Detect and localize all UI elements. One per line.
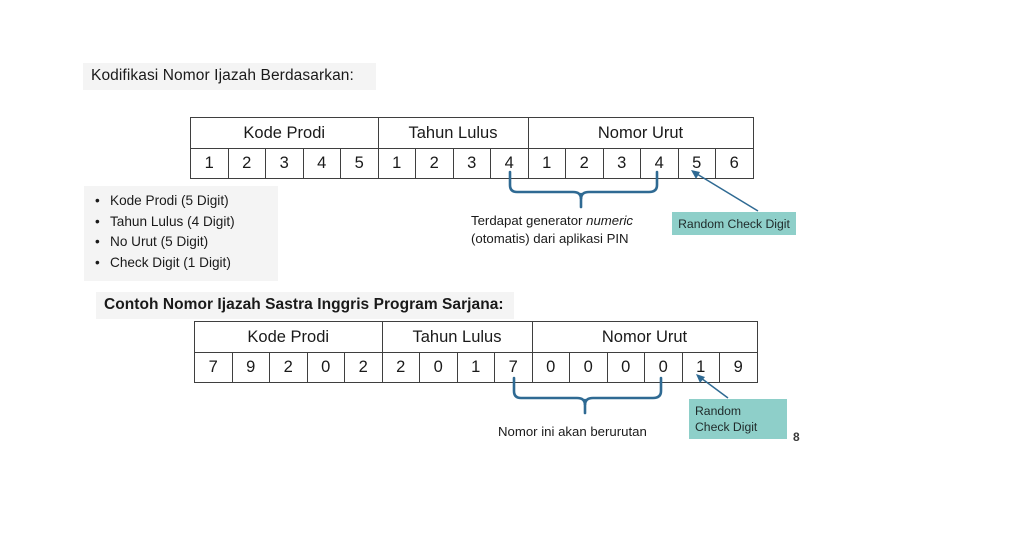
list-item: • Check Digit (1 Digit) [88, 253, 274, 274]
digit-cell: 9 [719, 352, 758, 383]
digit-cell: 4 [302, 148, 341, 179]
digit-cell: 0 [419, 352, 458, 383]
digit-cell: 4 [490, 148, 529, 179]
digit-cell: 6 [715, 148, 754, 179]
component-list: • Kode Prodi (5 Digit) • Tahun Lulus (4 … [84, 186, 278, 281]
bullet-icon: • [95, 193, 100, 208]
bullet-icon: • [95, 234, 100, 249]
table-header-cell: Kode Prodi [194, 321, 383, 353]
digit-cell: 4 [640, 148, 679, 179]
example-section-title: Contoh Nomor Ijazah Sastra Inggris Progr… [96, 292, 514, 319]
generator-annotation-line-2: (otomatis) dari aplikasi PIN [471, 230, 629, 246]
digit-cell: 1 [527, 148, 566, 179]
bullet-icon: • [95, 254, 100, 270]
digit-cell: 1 [681, 352, 720, 383]
random-check-digit-callout-bottom: Random Check Digit [689, 399, 787, 439]
table-header-cell: Kode Prodi [190, 117, 379, 149]
digit-cell: 5 [340, 148, 379, 179]
table-header-cell: Nomor Urut [527, 117, 754, 149]
digit-cell: 2 [415, 148, 454, 179]
table-header-cell: Tahun Lulus [381, 321, 533, 353]
digit-cell: 0 [569, 352, 608, 383]
page-title: Kodifikasi Nomor Ijazah Berdasarkan: [83, 63, 376, 90]
digit-cell: 1 [377, 148, 416, 179]
table-header-cell: Tahun Lulus [377, 117, 529, 149]
slide-canvas: Kodifikasi Nomor Ijazah Berdasarkan: Kod… [83, 63, 800, 444]
list-item-label: No Urut (5 Digit) [110, 234, 209, 249]
digit-cell: 0 [644, 352, 683, 383]
digit-cell: 2 [344, 352, 383, 383]
digit-cell: 0 [606, 352, 645, 383]
list-item: • Kode Prodi (5 Digit) [88, 191, 274, 212]
digit-cell: 7 [194, 352, 233, 383]
digit-cell: 2 [565, 148, 604, 179]
page-number: 8 [793, 430, 800, 444]
list-item-label: Check Digit (1 Digit) [110, 254, 231, 270]
sequential-number-annotation: Nomor ini akan berurutan [498, 424, 647, 439]
generator-annotation: Terdapat generator numeric (otomatis) da… [471, 212, 633, 247]
list-item: • No Urut (5 Digit) [88, 232, 274, 253]
digit-cell: 9 [231, 352, 270, 383]
list-item-label: Kode Prodi (5 Digit) [110, 193, 229, 208]
table-header-cell: Nomor Urut [531, 321, 758, 353]
digit-cell: 0 [306, 352, 345, 383]
random-check-digit-callout-bottom-line-1: Random [695, 404, 742, 418]
digit-cell: 2 [269, 352, 308, 383]
digit-cell: 1 [190, 148, 229, 179]
digit-cell: 7 [494, 352, 533, 383]
list-item-label: Tahun Lulus (4 Digit) [110, 213, 235, 229]
generator-annotation-emphasis: numeric [586, 213, 634, 228]
digit-cell: 5 [677, 148, 716, 179]
generator-annotation-line-1: Terdapat generator numeric [471, 212, 633, 230]
bullet-icon: • [95, 213, 100, 229]
random-check-digit-callout-top: Random Check Digit [672, 212, 796, 235]
random-check-digit-callout-top-label: Random Check Digit [678, 216, 790, 231]
digit-cell: 1 [456, 352, 495, 383]
random-check-digit-callout-bottom-line-2: Check Digit [695, 420, 758, 434]
digit-cell: 3 [265, 148, 304, 179]
digit-cell: 3 [452, 148, 491, 179]
digit-cell: 2 [381, 352, 420, 383]
digit-cell: 3 [602, 148, 641, 179]
list-item: • Tahun Lulus (4 Digit) [88, 212, 274, 233]
generator-annotation-text: Terdapat generator [471, 213, 587, 228]
digit-cell: 0 [531, 352, 570, 383]
digit-cell: 2 [227, 148, 266, 179]
